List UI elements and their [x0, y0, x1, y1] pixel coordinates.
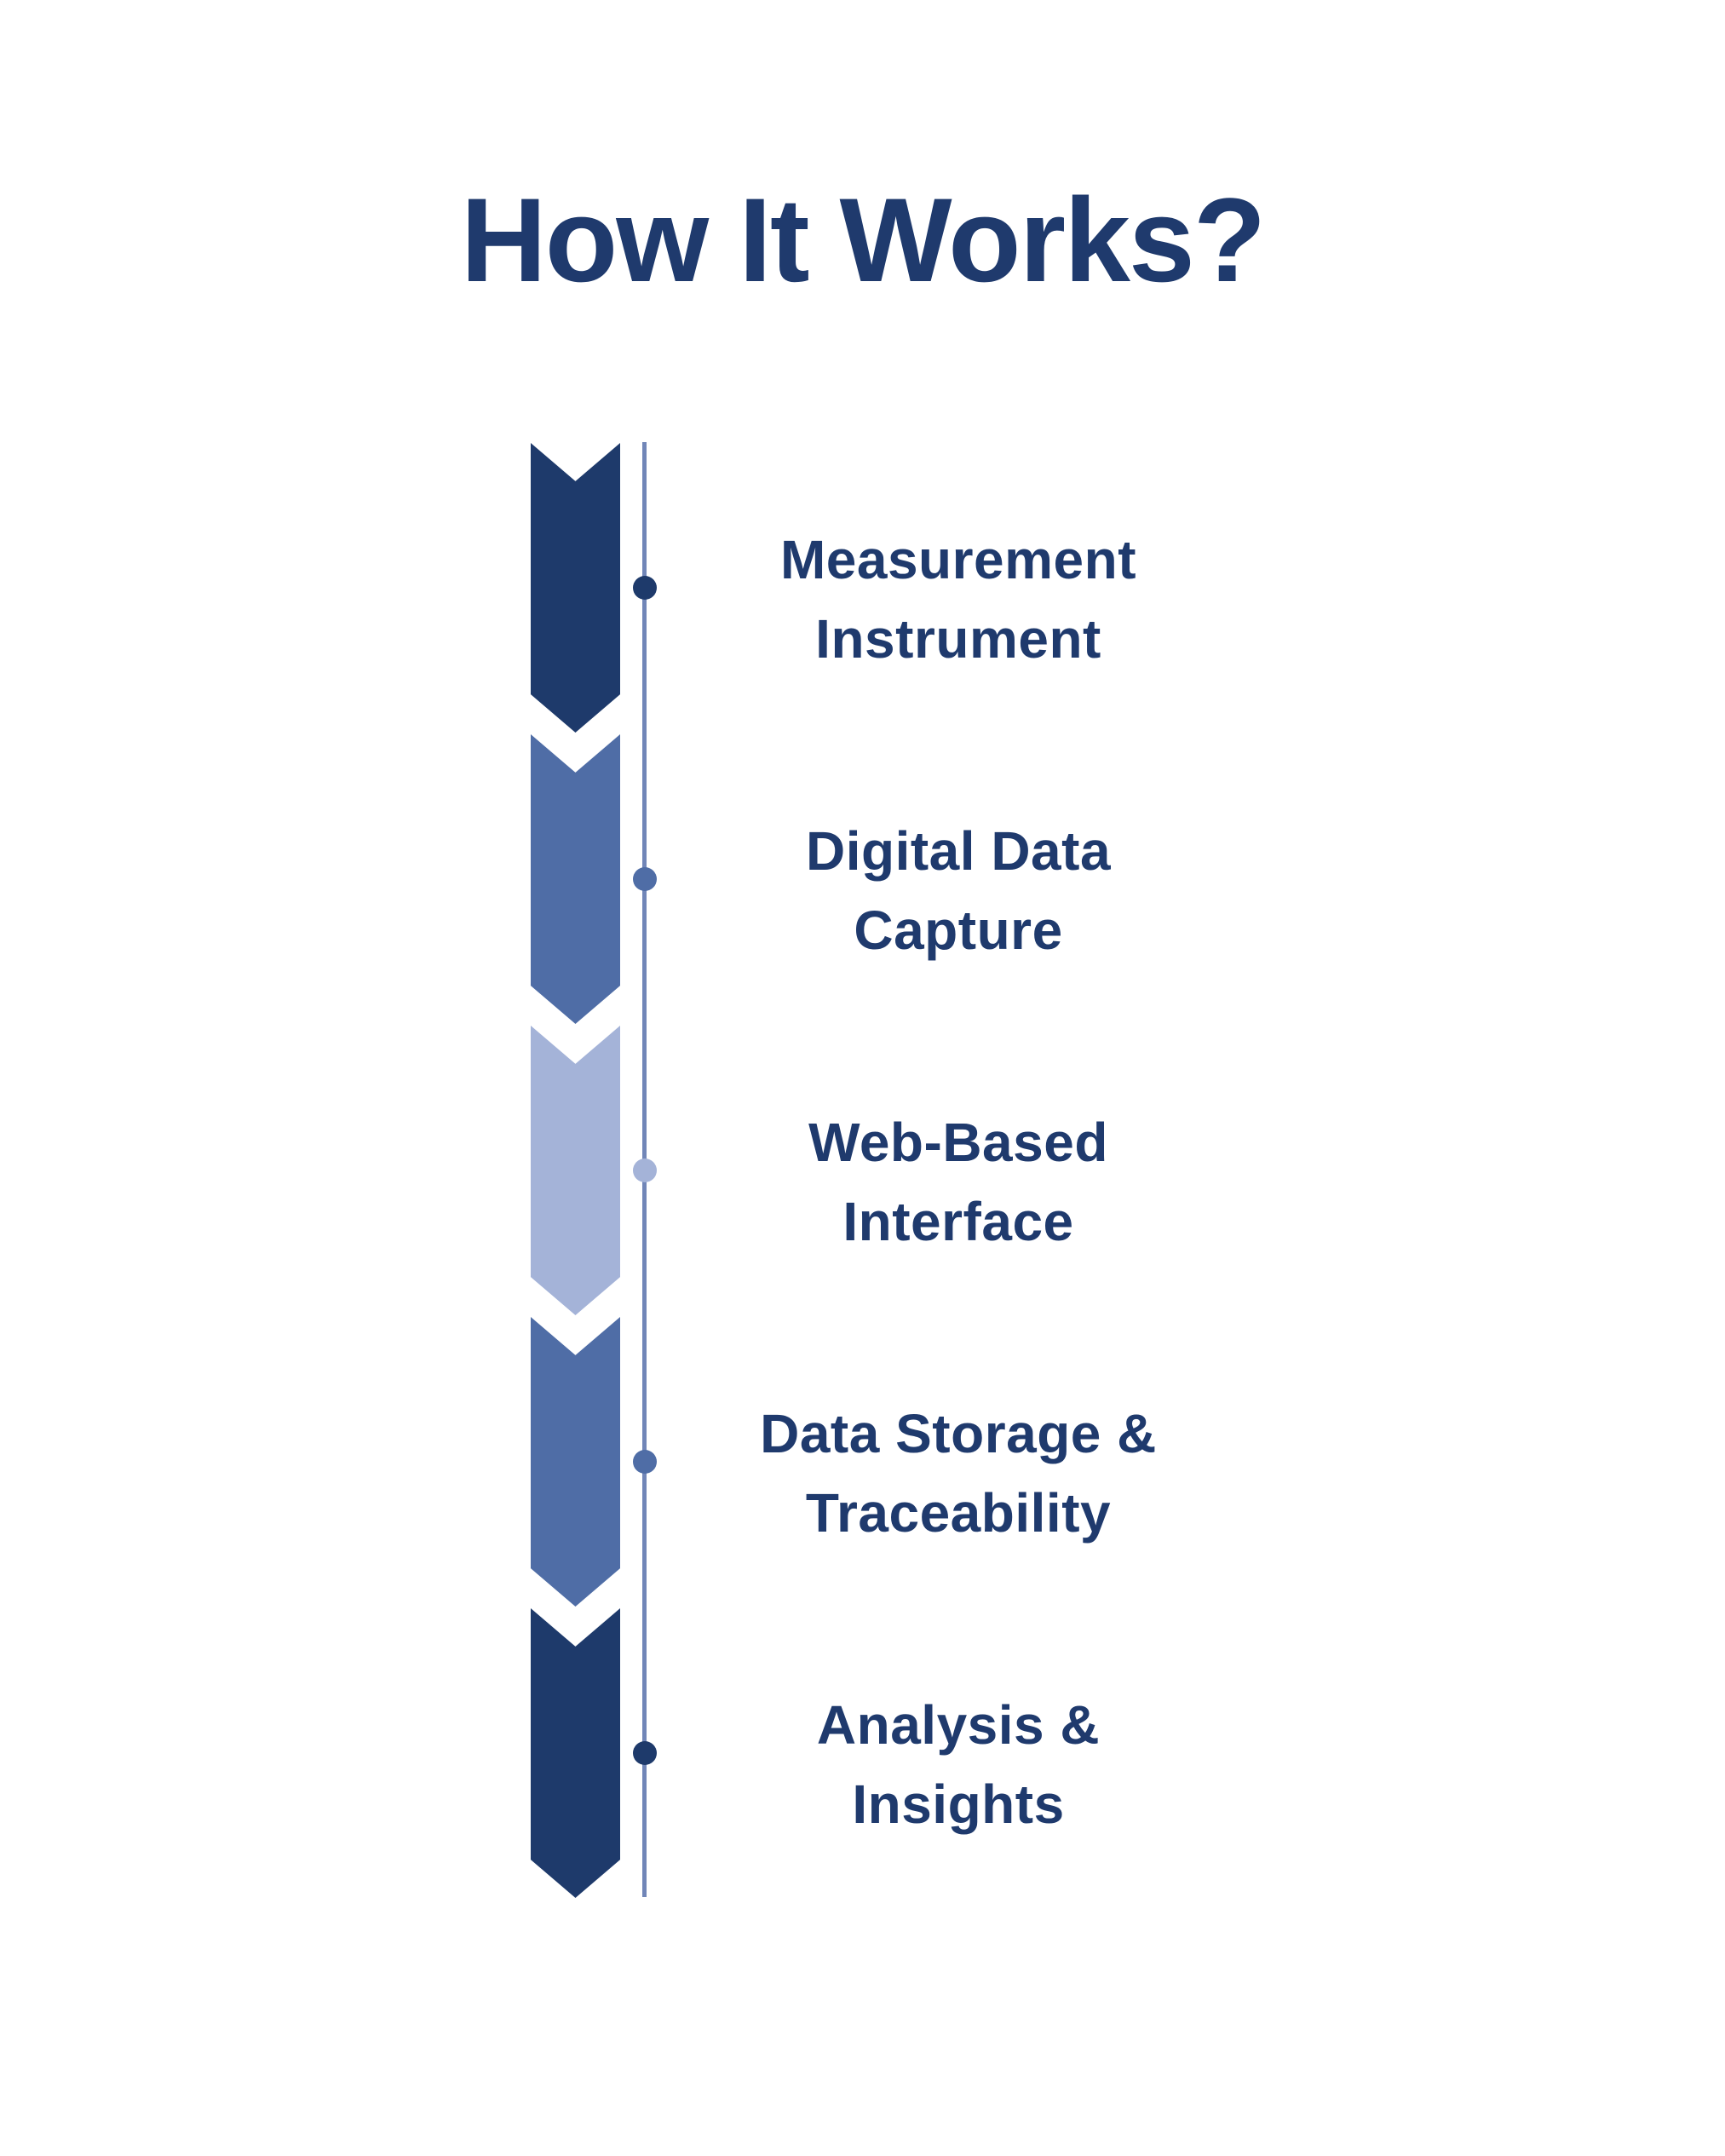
chevron-down-arrow [531, 1026, 620, 1315]
step-label: Analysis & Insights [703, 1686, 1214, 1844]
timeline-step-1: Measurement Instrument [0, 443, 1725, 733]
timeline-dot [633, 1741, 657, 1765]
step-label-line: Analysis & [816, 1694, 1101, 1756]
chevron-down-arrow [531, 1608, 620, 1898]
step-label: Web-Based Interface [703, 1103, 1214, 1262]
step-label-line: Insights [852, 1774, 1065, 1835]
chevron-down-arrow [531, 443, 620, 733]
timeline-dot [633, 1450, 657, 1474]
step-label: Measurement Instrument [703, 520, 1214, 679]
step-label-line: Web-Based [808, 1112, 1108, 1173]
page-title: How It Works? [460, 172, 1267, 307]
step-label-line: Capture [854, 900, 1063, 961]
timeline-step-5: Analysis & Insights [0, 1608, 1725, 1898]
timeline-step-3: Web-Based Interface [0, 1026, 1725, 1315]
step-label-line: Instrument [815, 608, 1101, 670]
chevron-down-arrow [531, 734, 620, 1024]
step-label-line: Interface [842, 1191, 1074, 1252]
timeline-dot [633, 867, 657, 891]
step-label-line: Digital Data [805, 820, 1112, 882]
timeline-dot [633, 1158, 657, 1182]
step-label-line: Data Storage & [760, 1403, 1157, 1464]
timeline-step-4: Data Storage & Traceability [0, 1317, 1725, 1607]
step-label-line: Traceability [805, 1482, 1112, 1544]
step-label: Digital Data Capture [703, 812, 1214, 970]
chevron-down-arrow [531, 1317, 620, 1607]
step-label: Data Storage & Traceability [703, 1394, 1214, 1553]
timeline-step-2: Digital Data Capture [0, 734, 1725, 1024]
timeline-dot [633, 576, 657, 600]
step-label-line: Measurement [779, 529, 1137, 590]
